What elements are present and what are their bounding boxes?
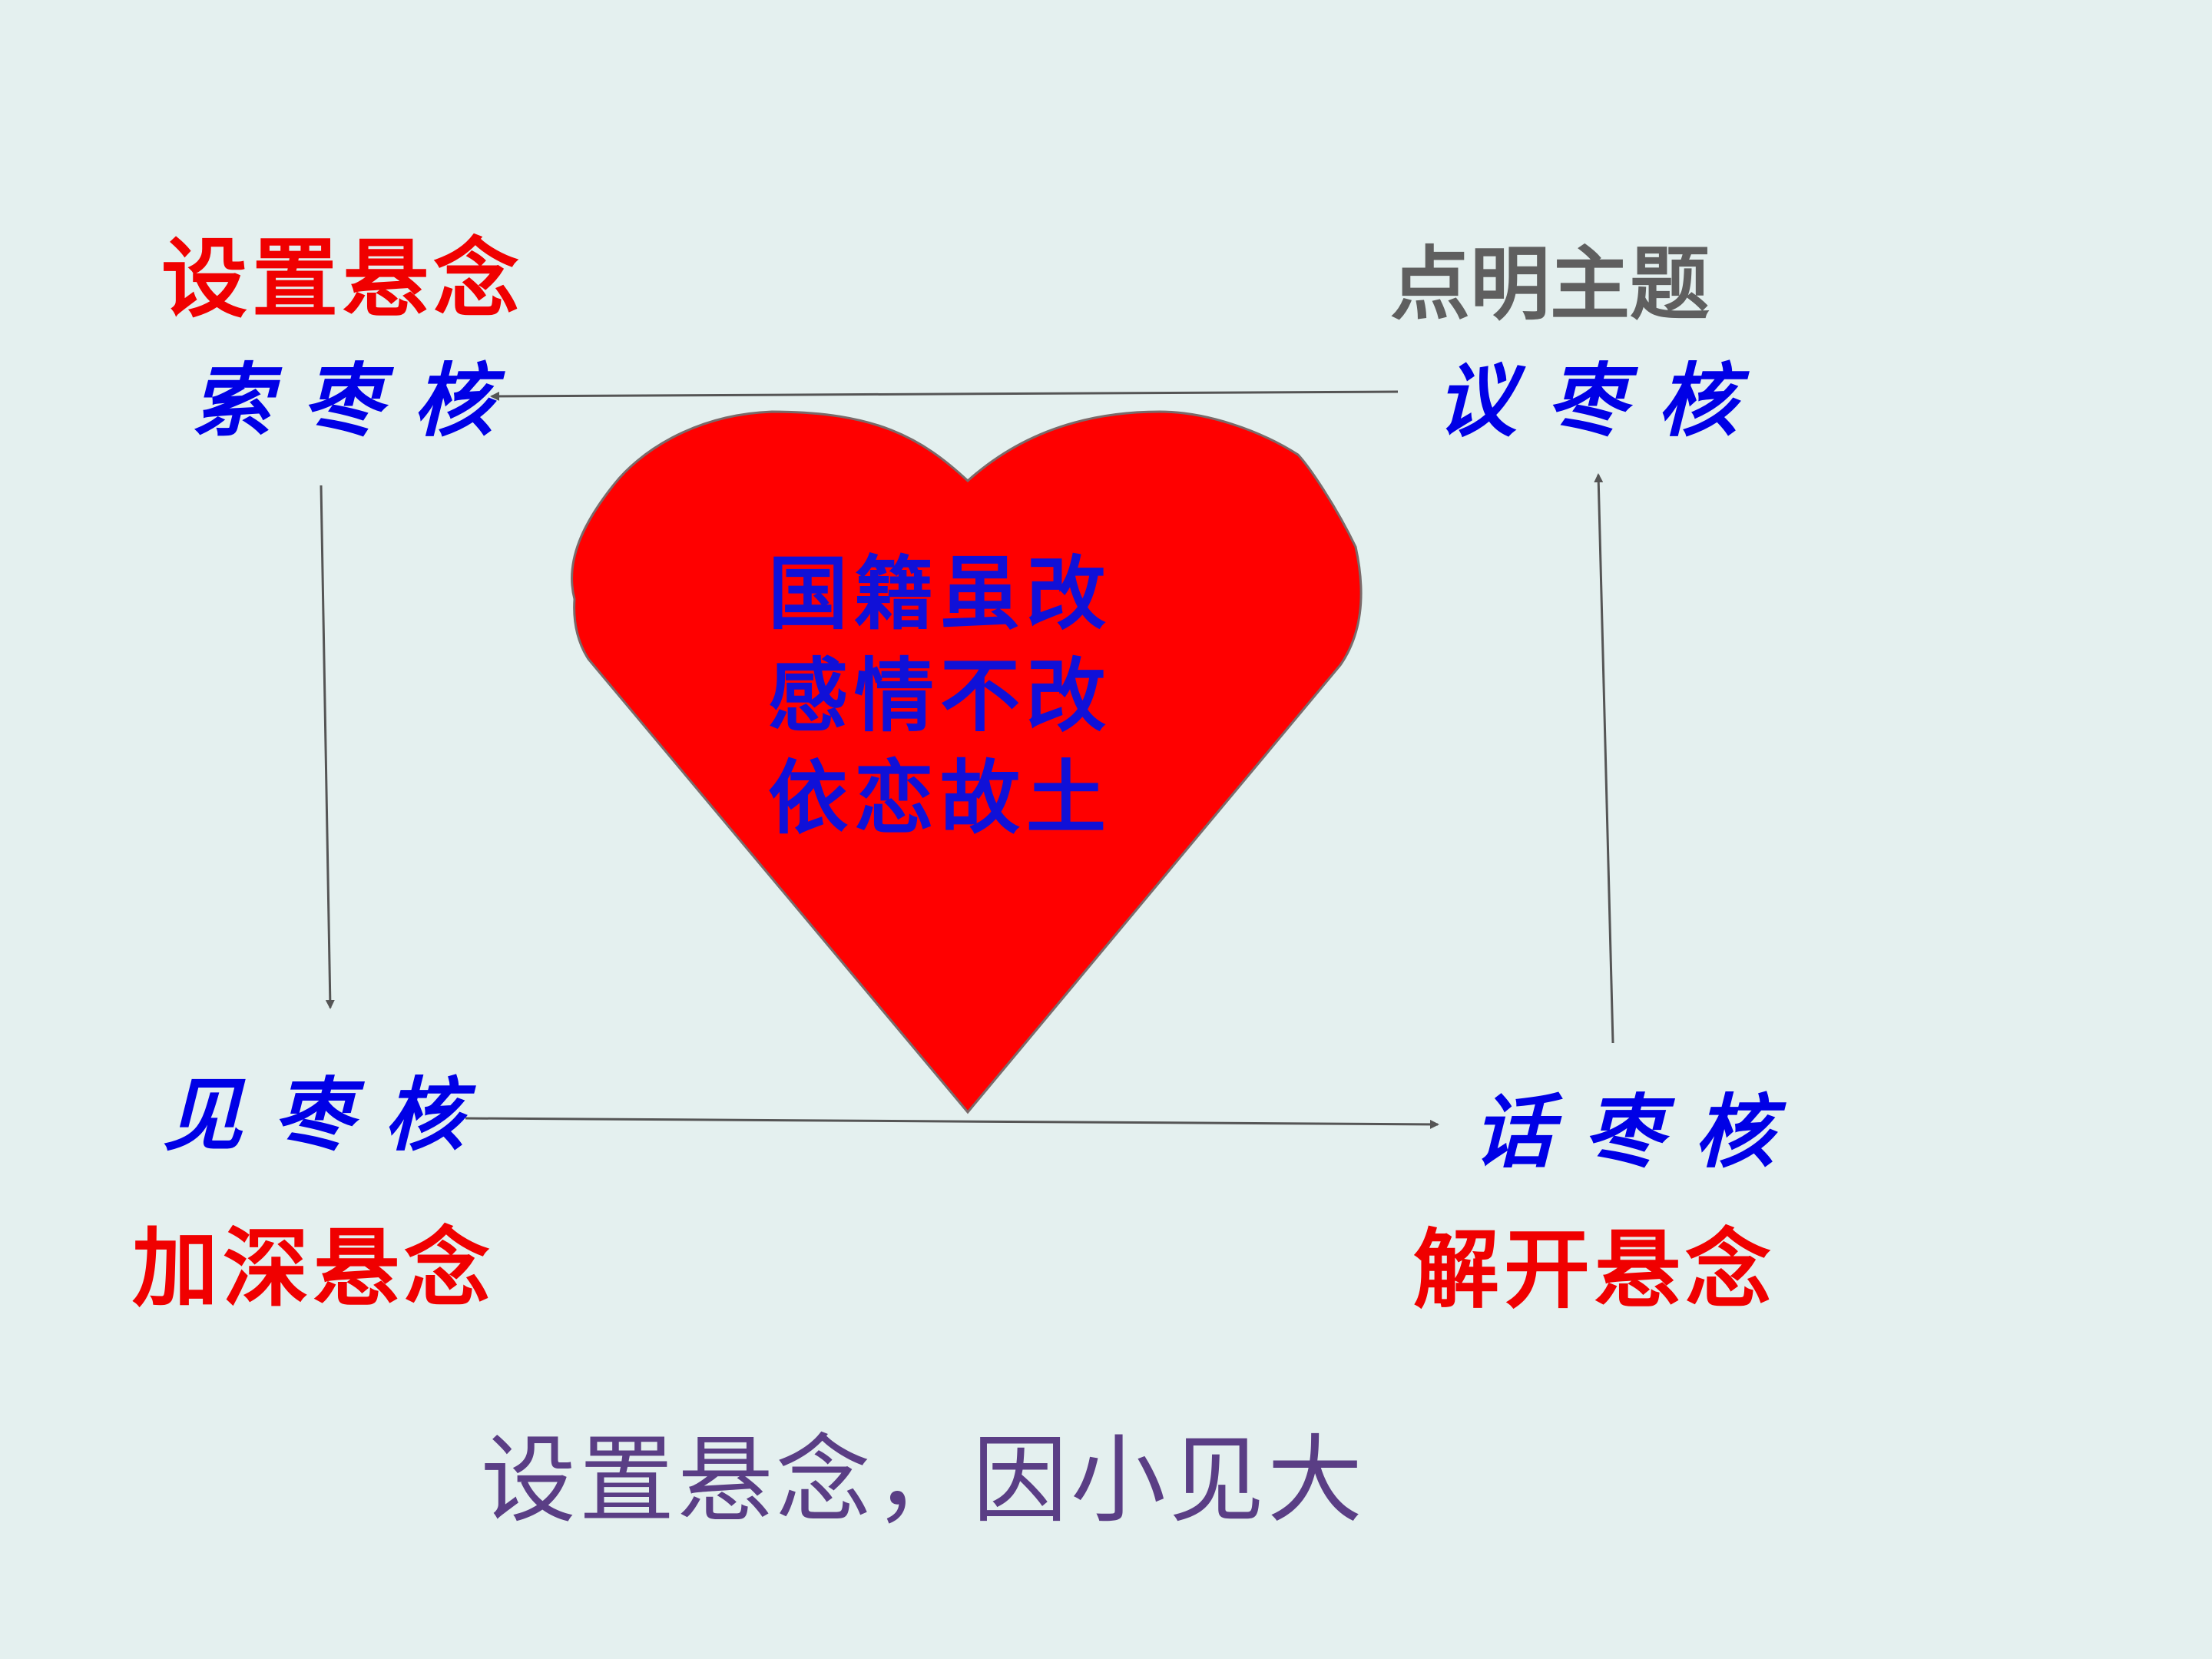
top-right-gray-label: 点明主题 [1390, 237, 1710, 331]
arrow-left-down [320, 485, 335, 1009]
heart-shape [571, 410, 1363, 1114]
top-right-blue-label: 议枣核 [1436, 353, 1769, 448]
heart-line-1: 国籍虽改 [768, 546, 1113, 641]
bottom-left-red-label: 加深悬念 [132, 1218, 495, 1319]
heart-text-block: 国籍虽改 感情不改 依恋故土 [768, 542, 1112, 849]
arrow-bottom-left-to-right [465, 1117, 1439, 1129]
bottom-right-blue-label: 话枣核 [1473, 1084, 1806, 1179]
footer-caption: 设置悬念，因小见大 [481, 1426, 1366, 1536]
heart-line-3: 依恋故土 [768, 750, 1113, 846]
arrow-top-right-to-left [490, 390, 1399, 401]
bottom-left-blue-label: 见枣核 [163, 1068, 495, 1162]
bottom-right-red-label: 解开悬念 [1413, 1220, 1776, 1320]
top-left-red-label: 设置悬念 [161, 229, 524, 329]
arrow-right-up [1594, 473, 1614, 1044]
top-left-blue-label: 索枣核 [192, 353, 525, 448]
heart-line-2: 感情不改 [768, 648, 1113, 743]
